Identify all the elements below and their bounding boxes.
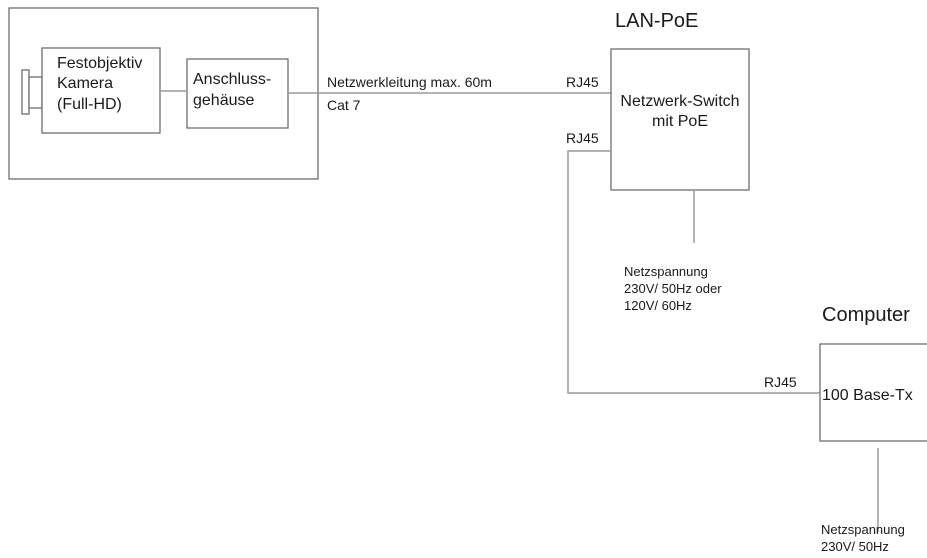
computer-title: Computer xyxy=(822,304,910,326)
housing-label-line2: gehäuse xyxy=(193,92,255,109)
lens-icon-inner xyxy=(28,76,43,109)
connection-housing-box xyxy=(186,58,289,129)
camera-label-line1: Festobjektiv xyxy=(57,55,143,72)
camera-label-line3: (Full-HD) xyxy=(57,96,122,113)
camera-label-line2: Kamera xyxy=(57,75,114,92)
switch-label-line2: mit PoE xyxy=(651,113,708,130)
switch-title: LAN-PoE xyxy=(615,10,699,32)
switch-computer-line xyxy=(567,150,820,394)
housing-label-line1: Anschluss- xyxy=(193,71,272,88)
computer-interface-label: 100 Base-Tx xyxy=(822,387,913,404)
switch-box xyxy=(610,48,750,191)
switch-power-line2: 230V/ 50Hz oder xyxy=(624,281,722,296)
computer-power-line1: Netzspannung xyxy=(821,522,905,537)
computer-port: RJ45 xyxy=(764,374,797,390)
cable-category-label: Cat 7 xyxy=(327,97,361,113)
cable-label: Netzwerkleitung max. 60m xyxy=(327,74,492,90)
computer-box xyxy=(819,343,927,442)
switch-power-line3: 120V/ 60Hz xyxy=(624,298,692,313)
lens-icon-outer xyxy=(21,69,30,115)
switch-power-line1: Netzspannung xyxy=(624,264,708,279)
switch-label-line1: Netzwerk-Switch xyxy=(620,93,740,110)
switch-port-upper: RJ45 xyxy=(566,74,599,90)
switch-port-lower: RJ45 xyxy=(566,130,599,146)
computer-power-line2: 230V/ 50Hz xyxy=(821,539,889,554)
